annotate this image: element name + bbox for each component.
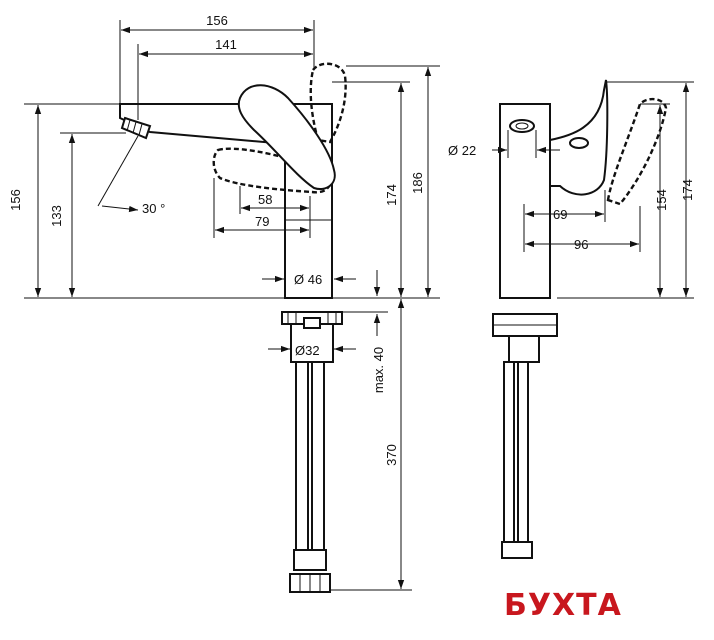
hose-right [311, 361, 325, 551]
dim-spout-reach-inner: 141 [215, 37, 237, 52]
hose-fittings [293, 549, 327, 571]
dim-spray-angle: 30 ° [142, 201, 165, 216]
dim-side-depth-1: 69 [553, 207, 567, 222]
side-hose-right [517, 361, 529, 543]
dim-side-depth-2: 96 [574, 237, 588, 252]
side-lever-pivot [569, 137, 589, 149]
dim-shank-diameter: Ø32 [295, 343, 320, 358]
lever-open-position [309, 62, 347, 144]
dim-popup-diameter: Ø 22 [448, 143, 476, 158]
watermark-logo: БУХТА [504, 588, 622, 623]
dim-outlet-height: 133 [49, 205, 64, 227]
lever [237, 84, 336, 190]
dim-hose-length: 370 [384, 444, 399, 466]
dim-base-diameter: Ø 46 [294, 272, 322, 287]
popup-knob [509, 119, 535, 133]
dim-spout-height: 156 [8, 189, 23, 211]
dim-side-height-2: 174 [680, 179, 695, 201]
side-shank [508, 335, 540, 363]
shank [290, 323, 334, 363]
dim-lever-reach-open: 79 [255, 214, 269, 229]
side-hose-left [503, 361, 515, 543]
threaded-stud [303, 317, 321, 329]
dim-body-height: 174 [384, 184, 399, 206]
dim-side-height-1: 154 [654, 189, 669, 211]
front-view: 156 141 156 133 30 ° 58 79 Ø 46 174 [8, 13, 440, 593]
dim-spout-reach-total: 156 [206, 13, 228, 28]
side-hose-fittings [501, 541, 533, 559]
dim-counter-thickness: max. 40 [371, 347, 386, 393]
dim-lever-reach: 58 [258, 192, 272, 207]
side-view: Ø 22 69 96 154 174 [448, 79, 695, 559]
dim-total-height: 186 [410, 172, 425, 194]
hose-left [295, 361, 309, 551]
side-lever-open-position [606, 97, 668, 206]
